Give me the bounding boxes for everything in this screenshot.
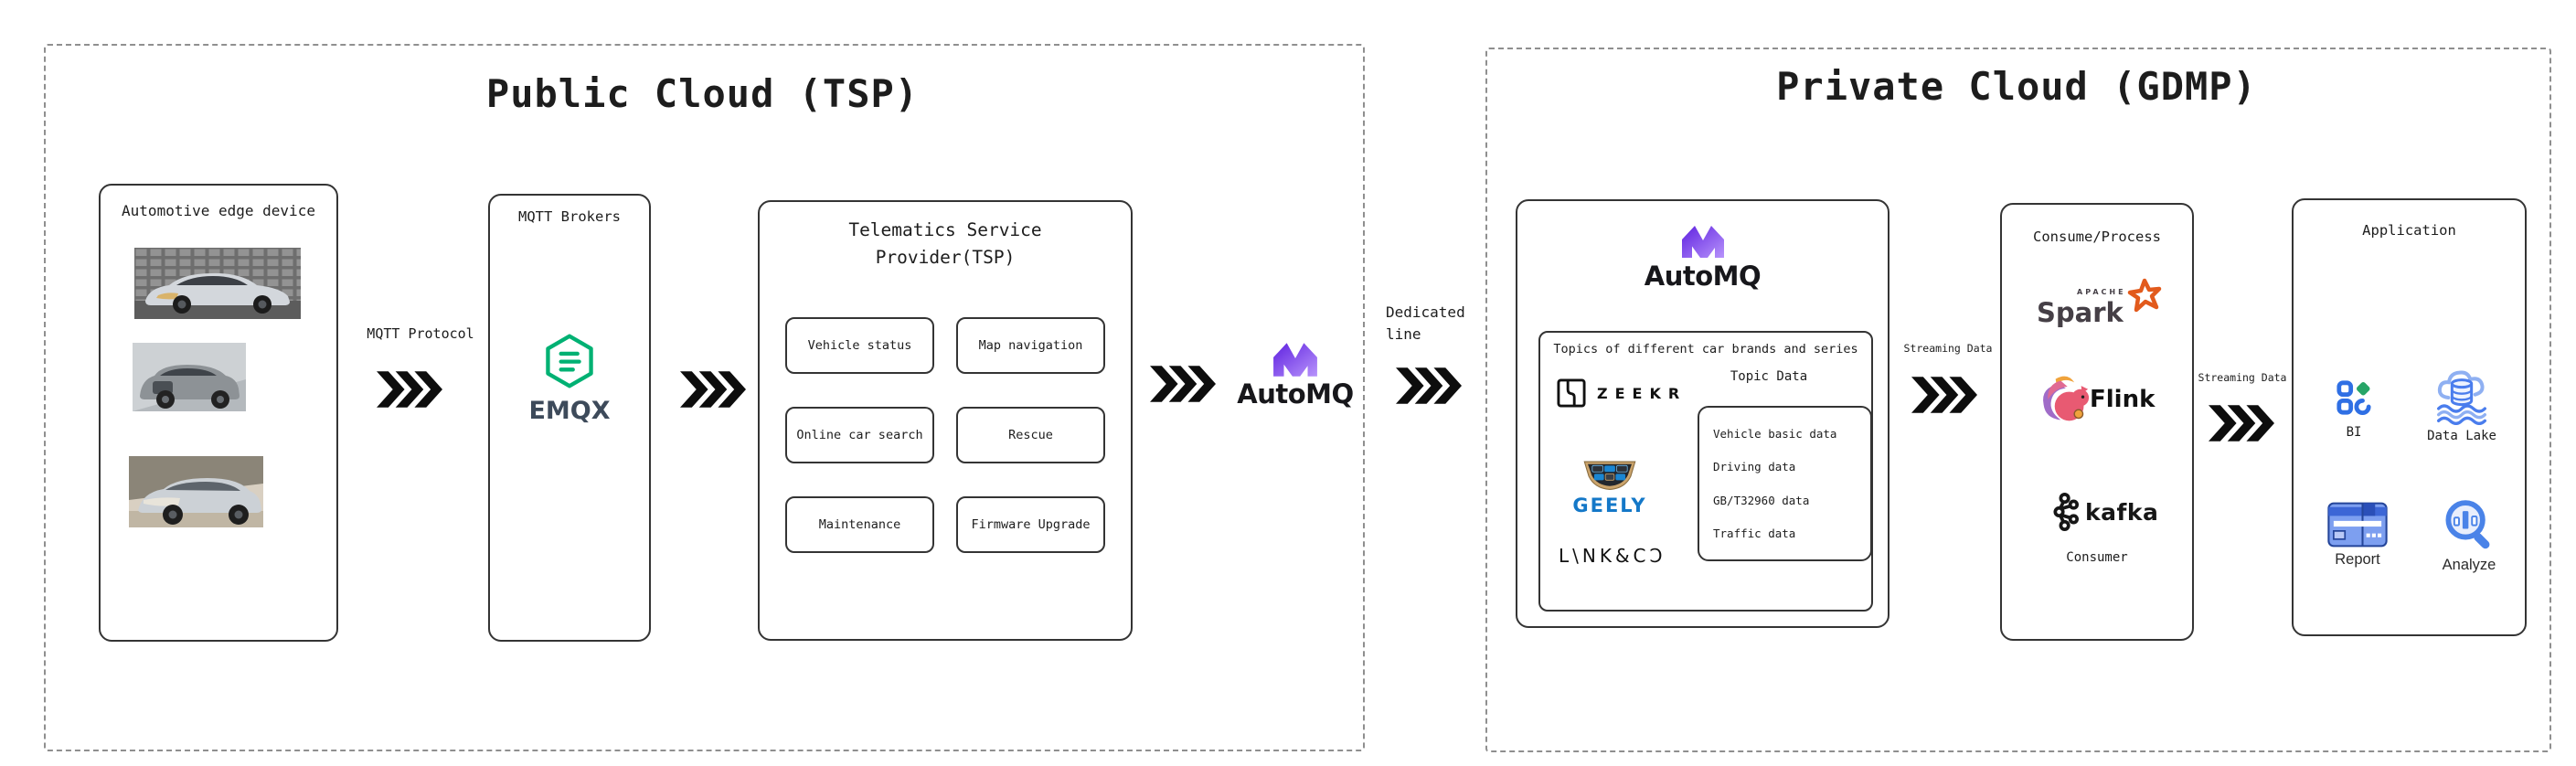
- report-label: Report: [2335, 551, 2380, 568]
- application-item-report: Report: [2323, 502, 2392, 569]
- automq-m-icon: [1273, 343, 1317, 377]
- report-icon: [2327, 502, 2388, 548]
- silver-concept-suv-image: [129, 456, 263, 527]
- topic-data-label: Topic Data: [1730, 369, 1808, 384]
- analyze-icon: [2445, 500, 2490, 549]
- automq-logo-private: AutoMQ: [1517, 225, 1888, 290]
- mqtt-brokers-box: MQTT Brokers EMQX: [488, 194, 651, 642]
- analyze-label: Analyze: [2442, 557, 2496, 573]
- tsp-service-rescue: Rescue: [956, 407, 1105, 463]
- application-item-data-lake: Data Lake: [2420, 363, 2504, 443]
- data-lake-icon: [2437, 370, 2486, 425]
- automotive-edge-device-box: Automotive edge device: [99, 184, 338, 642]
- streaming-data-label-left: Streaming Data: [1903, 342, 1993, 355]
- spark-star-icon: [2127, 278, 2162, 313]
- flow-arrow-icon: [2209, 405, 2274, 442]
- tsp-services-grid: Vehicle status Map navigation Online car…: [785, 317, 1105, 553]
- flow-arrow-icon: [1911, 377, 1977, 413]
- automq-logo-public: AutoMQ: [1236, 342, 1355, 408]
- mqtt-protocol-label: MQTT Protocol: [367, 325, 474, 342]
- car-photo-suv: [133, 343, 246, 411]
- kafka-wordmark: kafka: [2085, 498, 2159, 526]
- silver-sedan-image: [134, 248, 301, 319]
- topic-item-gbt32960-data: GB/T32960 data: [1713, 493, 1810, 507]
- brand-zeekr: ZEEKR: [1557, 378, 1687, 408]
- public-cloud-title: Public Cloud (TSP): [485, 71, 920, 116]
- emqx-hexagon-icon: [546, 334, 593, 388]
- consume-process-title: Consume/Process: [2033, 229, 2161, 245]
- tsp-title-line2: Provider(TSP): [875, 247, 1016, 269]
- bi-label: BI: [2346, 425, 2362, 440]
- zeekr-logo-icon: [1557, 378, 1586, 408]
- application-box: Application BI: [2292, 198, 2527, 636]
- dedicated-line-label-2: line: [1386, 325, 1421, 343]
- tsp-service-vehicle-status: Vehicle status: [785, 317, 934, 374]
- dedicated-line-label: Dedicated line: [1386, 302, 1486, 346]
- emqx-wordmark: EMQX: [528, 397, 611, 425]
- topic-data-box: Vehicle basic data Driving data GB/T3296…: [1698, 406, 1872, 561]
- application-item-analyze: Analyze: [2431, 496, 2507, 574]
- dedicated-line-label-1: Dedicated: [1386, 303, 1465, 321]
- tsp-title-line1: Telematics Service: [848, 219, 1042, 240]
- topic-item-vehicle-basic-data: Vehicle basic data: [1713, 427, 1837, 442]
- topics-box: Topics of different car brands and serie…: [1538, 331, 1873, 612]
- gray-suv-image: [133, 343, 246, 411]
- topic-item-traffic-data: Traffic data: [1713, 526, 1796, 540]
- car-photo-sedan: [134, 248, 301, 319]
- geely-logo-icon: [1583, 461, 1636, 491]
- automq-m-icon: [1681, 226, 1724, 258]
- flink-wordmark: Flink: [2090, 386, 2156, 413]
- mqtt-brokers-title: MQTT Brokers: [518, 208, 621, 225]
- flow-arrow-icon: [377, 371, 442, 408]
- car-photo-concept-suv: [129, 456, 263, 527]
- tsp-service-online-car-search: Online car search: [785, 407, 934, 463]
- lynkco-wordmark: L\NK&CƆ: [1559, 545, 1666, 567]
- edge-device-title: Automotive edge device: [122, 202, 315, 219]
- streaming-data-label-right: Streaming Data: [2198, 371, 2287, 384]
- emqx-logo-block: EMQX: [490, 333, 649, 423]
- tsp-service-firmware-upgrade: Firmware Upgrade: [956, 496, 1105, 553]
- flow-arrow-icon: [1150, 366, 1216, 402]
- automq-cluster-box: AutoMQ Topics of different car brands an…: [1516, 199, 1889, 628]
- apache-label: APACHE: [2077, 288, 2126, 296]
- topics-box-title: Topics of different car brands and serie…: [1553, 342, 1858, 356]
- consume-process-box: Consume/Process APACHE Spark Flink: [2000, 203, 2194, 641]
- brand-geely: GEELY: [1564, 459, 1655, 516]
- automq-wordmark: AutoMQ: [1644, 261, 1762, 292]
- brand-lynkco: L\NK&CƆ: [1559, 545, 1687, 567]
- flow-arrow-icon: [1396, 367, 1462, 404]
- tsp-title: Telematics Service Provider(TSP): [760, 217, 1131, 271]
- automq-wordmark: AutoMQ: [1237, 378, 1354, 410]
- zeekr-wordmark: ZEEKR: [1597, 384, 1687, 402]
- spark-wordmark: Spark: [2037, 297, 2124, 328]
- application-item-bi: BI: [2319, 379, 2389, 440]
- bi-icon: [2336, 380, 2371, 416]
- spark-logo-block: APACHE Spark: [2037, 278, 2165, 342]
- topic-item-driving-data: Driving data: [1713, 460, 1796, 474]
- kafka-consumer-caption: Consumer: [2066, 550, 2128, 565]
- kafka-logo-block: kafka: [2053, 492, 2158, 532]
- kafka-icon: [2053, 493, 2079, 532]
- flink-logo-block: Flink: [2038, 371, 2155, 428]
- tsp-service-maintenance: Maintenance: [785, 496, 934, 553]
- flow-arrow-icon: [680, 371, 746, 408]
- tsp-service-map-navigation: Map navigation: [956, 317, 1105, 374]
- application-title: Application: [2362, 222, 2456, 239]
- tsp-box: Telematics Service Provider(TSP) Vehicle…: [758, 200, 1133, 641]
- geely-wordmark: GEELY: [1572, 495, 1647, 516]
- flink-squirrel-icon: [2043, 376, 2090, 421]
- data-lake-label: Data Lake: [2427, 429, 2496, 443]
- private-cloud-title: Private Cloud (GDMP): [1776, 64, 2257, 109]
